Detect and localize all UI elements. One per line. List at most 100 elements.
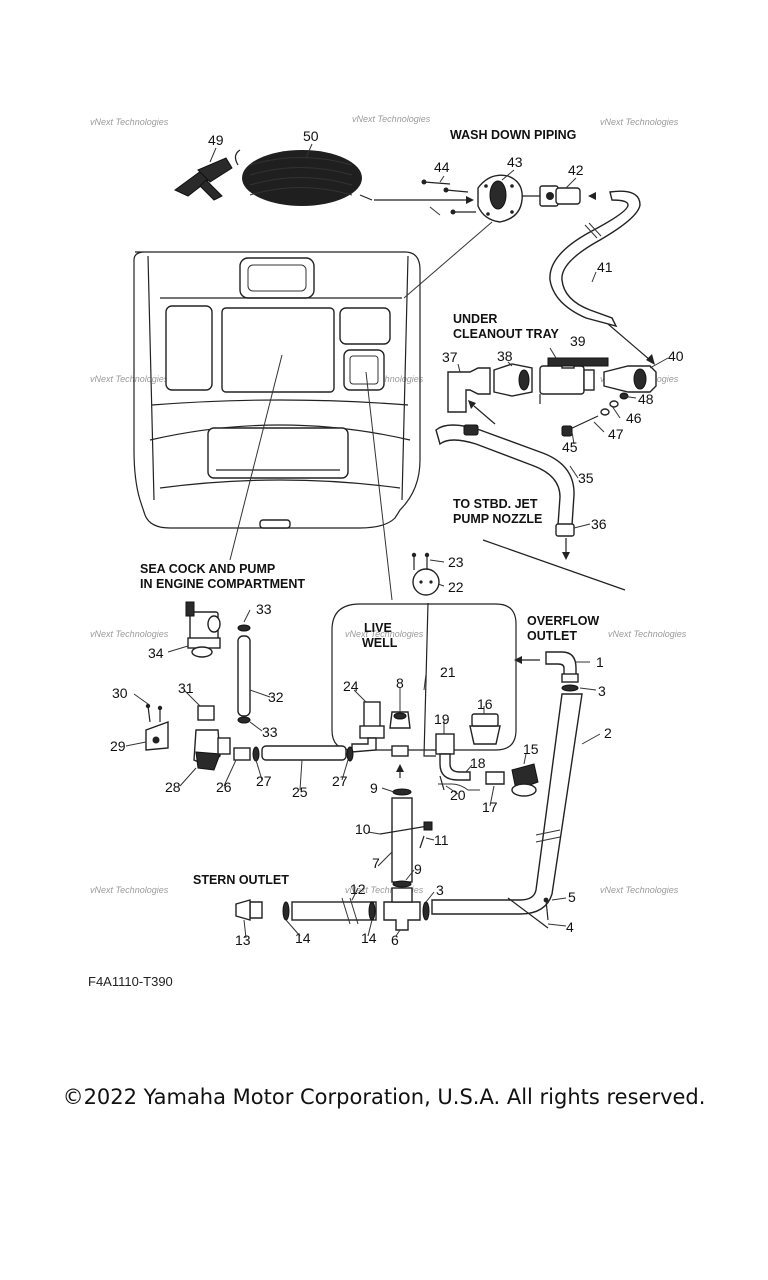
part-label: 14 — [361, 930, 377, 946]
part-label: 48 — [638, 391, 654, 407]
part-label: 19 — [434, 711, 450, 727]
part-label: 33 — [256, 601, 272, 617]
part-label: 37 — [442, 349, 458, 365]
part-label: 10 — [355, 821, 371, 837]
part-label: 14 — [295, 930, 311, 946]
watermark: vNext Technologies — [608, 629, 687, 639]
part-label: 33 — [262, 724, 278, 740]
part-label: 3 — [436, 882, 444, 898]
elbow-fitting-icon — [447, 367, 491, 413]
part-label: 4 — [566, 919, 574, 935]
part-label: 12 — [350, 881, 366, 897]
watermark: vNext Technologies — [345, 885, 424, 895]
part-label: 38 — [497, 348, 513, 364]
part-label: 22 — [448, 579, 464, 595]
watermark: vNext Technologies — [90, 885, 169, 895]
part-label: 26 — [216, 779, 232, 795]
part-label: 18 — [470, 755, 486, 771]
drain-plug-icon — [412, 568, 440, 596]
part-label: 36 — [591, 516, 607, 532]
part-label: 3 — [598, 683, 606, 699]
figure-code: F4A1110-T390 — [88, 974, 173, 989]
part-label: 50 — [303, 128, 319, 144]
bolt-washer-icon — [561, 392, 629, 437]
bracket-29-icon — [145, 721, 169, 751]
part-label: 13 — [235, 932, 251, 948]
console-outline — [133, 251, 421, 529]
part-label: 32 — [268, 689, 284, 705]
heading-overflow-1: OVERFLOW — [527, 614, 599, 628]
heading-sea-cock-2: IN ENGINE COMPARTMENT — [140, 577, 305, 591]
part-label: 29 — [110, 738, 126, 754]
heading-wash-down-piping: WASH DOWN PIPING — [450, 128, 576, 142]
leader-lines — [125, 143, 669, 939]
fitting-19-icon — [435, 733, 471, 781]
part-label: 16 — [477, 696, 493, 712]
sea-cock-28-icon — [193, 729, 231, 771]
part-label: 9 — [414, 861, 422, 877]
part-label: 15 — [523, 741, 539, 757]
cap-16-icon — [469, 713, 501, 745]
part-label: 47 — [608, 426, 624, 442]
part-label: 25 — [292, 784, 308, 800]
copyright-notice: ©2022 Yamaha Motor Corporation, U.S.A. A… — [62, 1085, 706, 1109]
part-label: 9 — [370, 780, 378, 796]
arrow-head-icon — [466, 196, 474, 204]
part-label: 28 — [165, 779, 181, 795]
part-label: 31 — [178, 680, 194, 696]
part-label: 8 — [396, 675, 404, 691]
part-label: 34 — [148, 645, 164, 661]
heading-live-well-2: WELL — [362, 636, 398, 650]
part-label: 6 — [391, 932, 399, 948]
hose-41-icon — [549, 190, 641, 328]
heading-stern-outlet: STERN OUTLET — [193, 873, 289, 887]
hose-25-icon — [261, 745, 347, 761]
part-label: 17 — [482, 799, 498, 815]
part-label: 42 — [568, 162, 584, 178]
part-label: 1 — [596, 654, 604, 670]
heading-to-stbd-1: TO STBD. JET — [453, 497, 538, 511]
adapter-fitting-icon — [493, 363, 533, 397]
screw-icon — [421, 179, 476, 215]
part-label: 7 — [372, 855, 380, 871]
hose-35-icon — [435, 424, 575, 537]
pipe-7-icon — [391, 797, 413, 883]
part-label: 39 — [570, 333, 586, 349]
part-label: 46 — [626, 410, 642, 426]
part-label: 49 — [208, 132, 224, 148]
inlet-fitting-icon — [351, 701, 385, 753]
part-label: 23 — [448, 554, 464, 570]
part-label: 30 — [112, 685, 128, 701]
ball-valve-icon — [539, 357, 609, 404]
hose-fitting-icon — [539, 185, 581, 207]
part-label: 40 — [668, 348, 684, 364]
part-label: 44 — [434, 159, 450, 175]
spray-nozzle-icon — [174, 157, 233, 201]
barb-fitting-icon — [603, 365, 657, 393]
overflow-elbow-icon — [545, 651, 579, 692]
heading-sea-cock-1: SEA COCK AND PUMP — [140, 562, 275, 576]
heading-overflow-2: OUTLET — [527, 629, 577, 643]
watermark: vNext Technologies — [90, 117, 169, 127]
hose-2-icon — [431, 693, 583, 915]
fitting-31-icon — [197, 705, 215, 721]
coiled-hose-icon — [234, 149, 373, 206]
part-label: 21 — [440, 664, 456, 680]
part-label: 27 — [256, 773, 272, 789]
part-label: 2 — [604, 725, 612, 741]
part-label: 43 — [507, 154, 523, 170]
watermark: vNext Technologies — [90, 374, 169, 384]
part-number-labels: 1 2 3 3 4 5 6 7 8 9 9 10 11 12 13 14 14 … — [110, 128, 684, 948]
watermark: vNext Technologies — [352, 114, 431, 124]
thru-hull-icon — [485, 763, 539, 797]
deck-fitting-icon — [477, 174, 523, 223]
pump-34-icon — [185, 601, 221, 658]
watermark: vNext Technologies — [345, 629, 424, 639]
watermark: vNext Technologies — [600, 117, 679, 127]
heading-under-cleanout-2: CLEANOUT TRAY — [453, 327, 559, 341]
fitting-26-icon — [233, 747, 251, 761]
part-label: 45 — [562, 439, 578, 455]
live-well-tank — [331, 603, 517, 751]
heading-live-well-1: LIVE — [364, 621, 392, 635]
